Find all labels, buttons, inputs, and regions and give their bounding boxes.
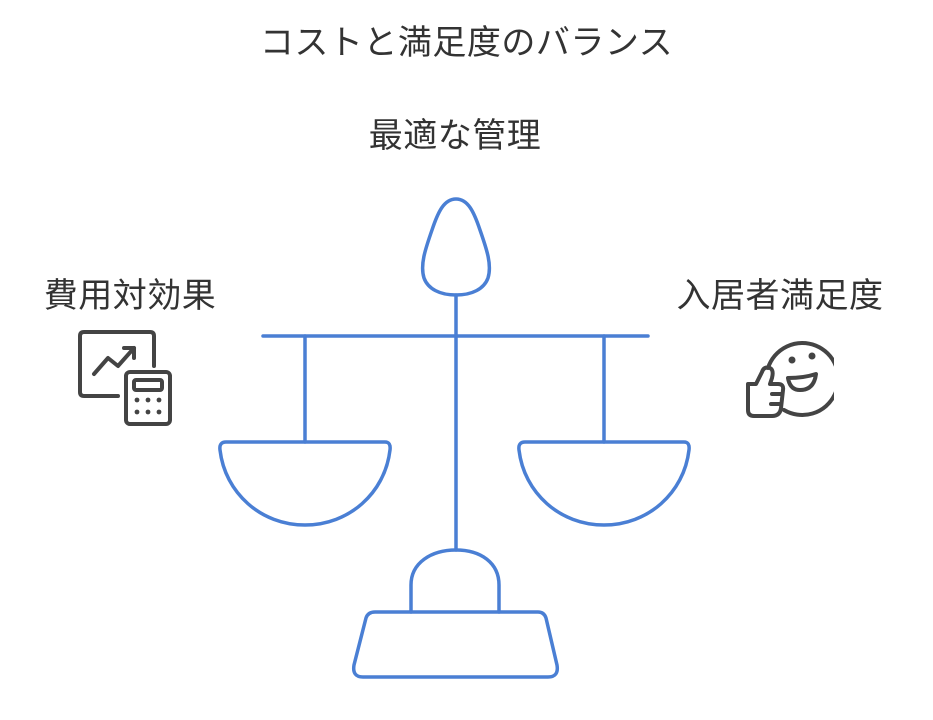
calculator-screen bbox=[132, 378, 164, 392]
calculator-keys bbox=[134, 397, 162, 415]
scale-dome bbox=[409, 548, 501, 614]
balance-top-label: 最適な管理 bbox=[368, 116, 542, 156]
left-pan-label: 費用対効果 bbox=[43, 276, 217, 316]
right-pan bbox=[517, 440, 691, 527]
face-eyes bbox=[788, 352, 816, 364]
trend-line bbox=[92, 346, 136, 376]
calculator-body bbox=[124, 370, 172, 426]
chart-frame bbox=[78, 330, 156, 398]
scale-finial bbox=[420, 197, 492, 297]
diagram-title: コストと満足度のバランス bbox=[259, 23, 674, 63]
smiley-thumbs-up-icon bbox=[746, 341, 834, 418]
thumb-hand bbox=[746, 365, 786, 418]
chart-calculator-icon bbox=[78, 330, 172, 426]
left-pan bbox=[218, 440, 392, 527]
right-pan-label: 入居者満足度 bbox=[676, 276, 884, 316]
face-outline bbox=[766, 341, 834, 417]
scale-pedestal bbox=[351, 610, 560, 679]
trend-arrowhead bbox=[122, 346, 136, 360]
face-mouth bbox=[786, 372, 818, 392]
